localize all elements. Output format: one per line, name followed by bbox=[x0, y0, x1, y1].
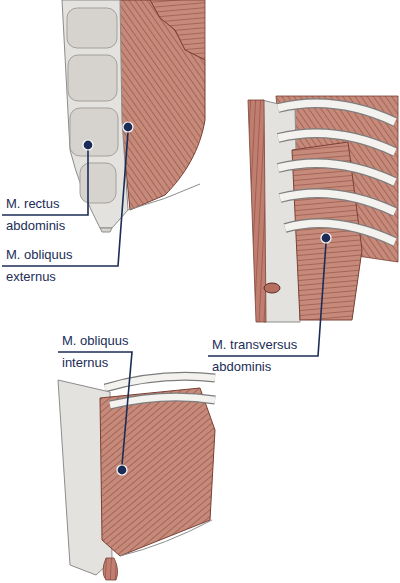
rectus-sheath bbox=[62, 0, 128, 228]
cremaster bbox=[103, 558, 118, 580]
rib bbox=[105, 376, 215, 388]
internal-oblique-figure bbox=[58, 376, 215, 580]
muscle-label: M. obliquus externus bbox=[6, 244, 98, 288]
rib bbox=[278, 133, 395, 152]
rib bbox=[285, 223, 395, 242]
inguinal-ligament bbox=[128, 184, 200, 210]
rib bbox=[278, 103, 395, 122]
leader-dot bbox=[117, 465, 127, 475]
ribs bbox=[278, 103, 395, 242]
internal-oblique-muscle bbox=[100, 388, 215, 556]
rib bbox=[278, 163, 395, 182]
rib bbox=[278, 163, 395, 182]
external-oblique-muscle bbox=[118, 0, 205, 210]
spermatic-ring bbox=[264, 283, 280, 293]
leader-dot bbox=[123, 122, 133, 132]
muscle-label: M. transversus abdominis bbox=[212, 334, 324, 378]
rectus-segment bbox=[70, 108, 118, 156]
rib bbox=[278, 133, 395, 152]
rib bbox=[105, 376, 215, 388]
rib bbox=[278, 103, 395, 122]
pubis bbox=[100, 228, 112, 232]
leader-dot bbox=[83, 140, 93, 150]
rib bbox=[280, 193, 395, 212]
rib bbox=[280, 193, 395, 212]
rectus-segment bbox=[67, 8, 117, 48]
external-oblique-figure bbox=[62, 0, 205, 232]
rib bbox=[110, 397, 215, 405]
muscle-label: M. rectus abdominis bbox=[6, 193, 98, 237]
rectus-segment bbox=[68, 55, 117, 101]
muscle-label: M. obliquus internus bbox=[62, 330, 154, 374]
rectus-strip bbox=[248, 100, 266, 322]
leader-line bbox=[2, 132, 128, 266]
inguinal-ligament bbox=[120, 520, 212, 556]
rib bbox=[110, 397, 215, 405]
rib bbox=[285, 223, 395, 242]
leader-dot bbox=[321, 233, 331, 243]
rectus-segment bbox=[80, 163, 116, 203]
